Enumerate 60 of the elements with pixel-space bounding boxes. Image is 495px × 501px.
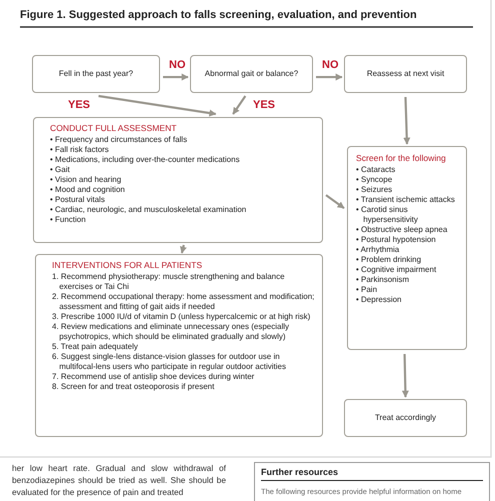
arrow — [403, 96, 410, 145]
list-item: • Pain — [356, 284, 378, 295]
edge-label: NO — [322, 59, 338, 71]
process-box — [344, 55, 467, 93]
process-box — [190, 55, 313, 93]
list-item: • Parkinsonism — [356, 274, 410, 285]
arrow — [180, 244, 187, 254]
edge-label: YES — [253, 99, 276, 111]
list-item: 4. Review medications and eliminate unnecessary ones (especially psychotropics, which should be eliminated gradually and slowly) — [52, 322, 290, 342]
box-heading: CONDUCT FULL ASSESSMENT — [50, 123, 178, 134]
assessment-box — [33, 117, 323, 243]
list-item: 8. Screen for and treat osteoporosis if present — [52, 382, 216, 392]
edge-label: NO — [169, 59, 186, 71]
list-item: • Obstructive sleep apnea — [356, 224, 448, 235]
arrow — [325, 194, 345, 210]
body-text: her low heart rate. Gradual and slow withdrawal of benzodiazepines should be tried as well. She should be evaluated for the presence of pain and treated — [12, 462, 226, 498]
box-text: Fell in the past year? — [58, 69, 134, 79]
screening-box — [347, 146, 467, 350]
list-item: 2. Recommend occupational therapy: home assessment and modification; assessment and fitting of gait aids if needed — [52, 292, 316, 312]
list-item: • Vision and hearing — [50, 174, 122, 185]
arrow — [232, 95, 246, 115]
list-item: • Problem drinking — [356, 254, 422, 265]
arrow — [163, 74, 189, 81]
box-heading: INTERVENTIONS FOR ALL PATIENTS — [52, 260, 204, 271]
list-item: • Carotid sinus hypersensitivity — [356, 204, 419, 225]
list-item: • Transient ischemic attacks — [356, 194, 456, 205]
box-heading: Further resources — [261, 467, 483, 482]
arrow — [98, 94, 216, 117]
process-box — [344, 399, 467, 437]
list-item: 7. Recommend use of antislip shoe devices during winter — [52, 372, 256, 382]
list-item: • Depression — [356, 294, 402, 305]
box-heading: Screen for the following — [356, 153, 447, 164]
list-item: • Syncope — [356, 174, 394, 185]
list-item: • Seizures — [356, 184, 394, 195]
list-item: 5. Treat pain adequately — [52, 342, 139, 352]
process-box — [32, 55, 160, 93]
list-item: • Cataracts — [356, 164, 396, 175]
list-item: • Function — [50, 214, 87, 225]
list-item: • Frequency and circumstances of falls — [50, 134, 188, 145]
list-item: • Postural hypotension — [356, 234, 437, 245]
box-text: Treat accordingly — [374, 413, 436, 423]
arrow — [316, 74, 343, 81]
list-item: 3. Prescribe 1000 IU/d of vitamin D (unless hypercalcemic or at high risk) — [52, 312, 312, 322]
resources-box — [254, 462, 490, 501]
list-item: 1. Recommend physiotherapy: muscle strengthening and balance exercises or Tai Chi — [52, 272, 286, 292]
list-item: • Postural vitals — [50, 194, 106, 205]
box-text: Abnormal gait or balance? — [204, 69, 298, 79]
list-item: • Gait — [50, 164, 71, 175]
list-item: • Mood and cognition — [50, 184, 126, 195]
list-item: • Arrhythmia — [356, 244, 400, 255]
list-item: • Fall risk factors — [50, 144, 110, 155]
box-text: Reassess at next visit — [366, 69, 444, 79]
list-item: • Cardiac, neurologic, and musculoskeletal examination — [50, 204, 248, 215]
list-item: • Cognitive impairment — [356, 264, 438, 275]
arrow — [402, 354, 409, 398]
figure-title: Figure 1. Suggested approach to falls screening, evaluation, and prevention — [20, 9, 417, 21]
interventions-box — [35, 254, 323, 437]
edge-label: YES — [68, 99, 90, 111]
list-item: • Medications, including over-the-counter medications — [50, 154, 241, 165]
list-item: 6. Suggest single-lens distance-vision glasses for outdoor use in multifocal-lens users who participate in regular outdoor activities — [52, 352, 287, 372]
